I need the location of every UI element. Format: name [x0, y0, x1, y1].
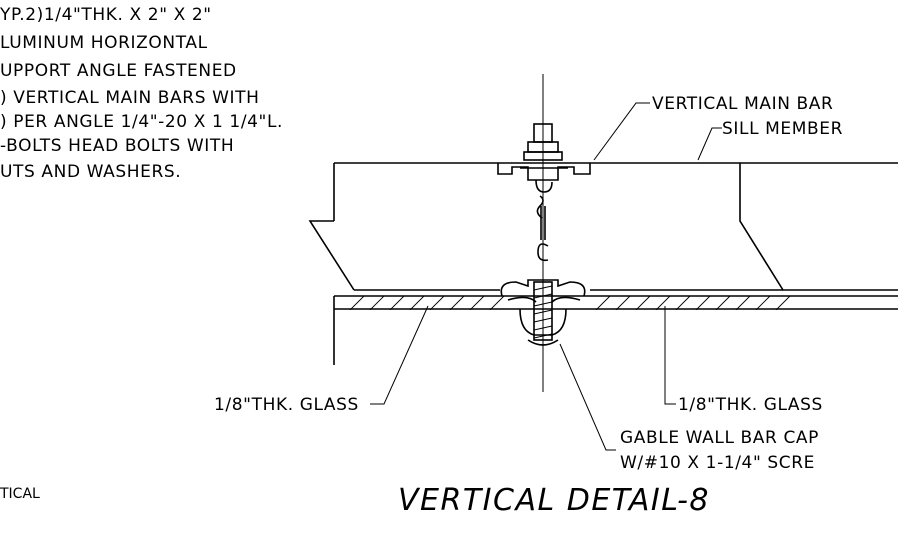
connecting-rod: [537, 206, 549, 272]
left-note-line-1: YP.2)1/4"THK. X 2" X 2": [0, 5, 212, 25]
left-note-line-5: ) PER ANGLE 1/4"-20 X 1 1/4"L.: [0, 112, 283, 132]
bottom-left-fragment: TICAL: [0, 486, 40, 502]
bar-cap-line-2: W/#10 X 1-1/4" SCRE: [620, 453, 815, 473]
left-note: YP.2)1/4"THK. X 2" X 2" LUMINUM HORIZONT…: [0, 5, 283, 182]
callout-sill-member: SILL MEMBER: [697, 119, 843, 161]
detail-title: VERTICAL DETAIL-8: [398, 483, 710, 518]
left-note-line-3: UPPORT ANGLE FASTENED: [0, 61, 237, 81]
sill-member-label: SILL MEMBER: [722, 119, 843, 139]
glass-right-label: 1/8"THK. GLASS: [678, 395, 823, 415]
bottom-bar-cap: [500, 279, 586, 346]
glass-layer: [333, 289, 898, 365]
glass-left-label: 1/8"THK. GLASS: [214, 395, 359, 415]
callout-glass-left: 1/8"THK. GLASS: [214, 305, 429, 415]
top-bolt-assembly: [497, 123, 591, 219]
callout-vertical-main-bar: VERTICAL MAIN BAR: [593, 94, 833, 161]
vertical-main-bar-label: VERTICAL MAIN BAR: [652, 94, 833, 114]
callout-glass-right: 1/8"THK. GLASS: [664, 306, 823, 415]
callout-bar-cap: GABLE WALL BAR CAP W/#10 X 1-1/4" SCRE: [559, 343, 819, 473]
left-note-line-4: ) VERTICAL MAIN BARS WITH: [0, 88, 259, 108]
bar-cap-line-1: GABLE WALL BAR CAP: [620, 428, 819, 448]
left-note-line-2: LUMINUM HORIZONTAL: [0, 33, 208, 53]
left-note-line-7: UTS AND WASHERS.: [0, 162, 181, 182]
left-note-line-6: -BOLTS HEAD BOLTS WITH: [0, 136, 234, 156]
sill-member: [308, 162, 898, 291]
